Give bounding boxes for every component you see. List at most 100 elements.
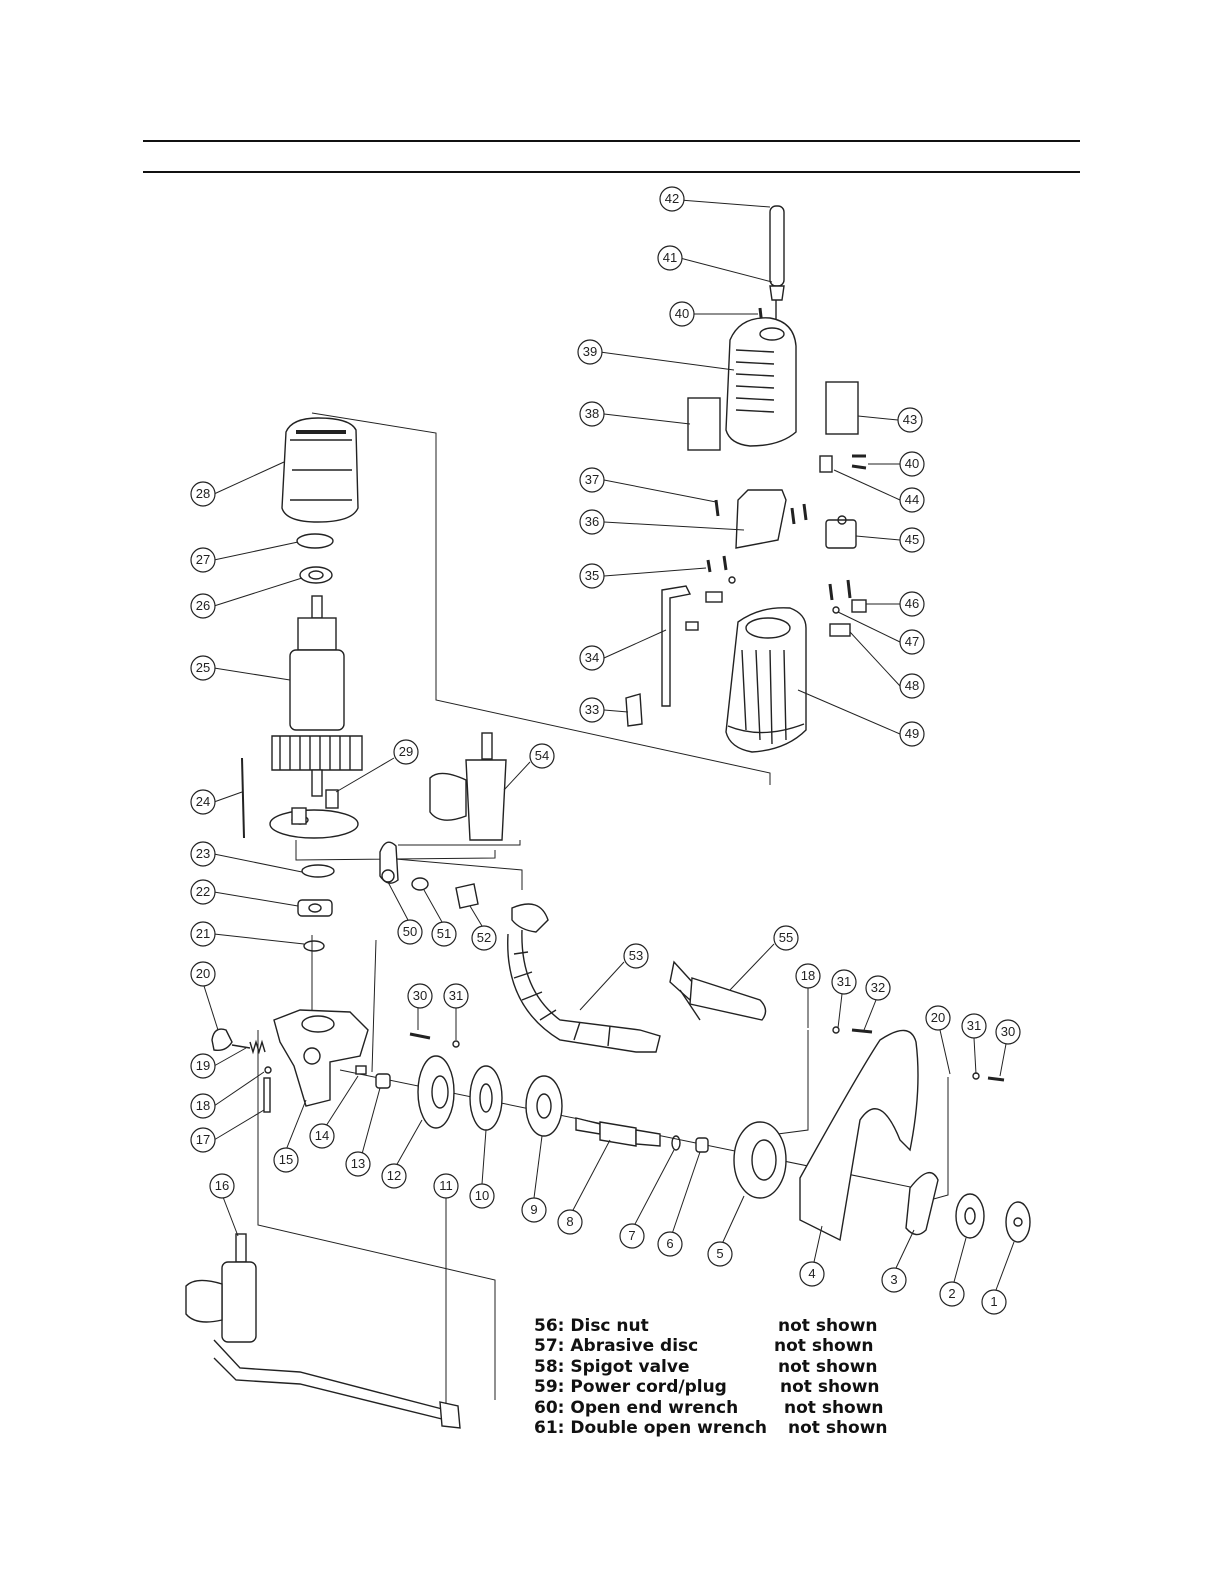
- callout-35: 35: [579, 563, 707, 589]
- circlip: [301, 864, 335, 878]
- lever-rod: [661, 585, 692, 707]
- svg-text:51: 51: [437, 926, 451, 941]
- svg-text:38: 38: [585, 406, 599, 421]
- part-label: 56: Disc nut: [534, 1316, 649, 1336]
- svg-text:30: 30: [1001, 1024, 1015, 1039]
- svg-text:52: 52: [477, 930, 491, 945]
- callout-30a: 30: [407, 983, 433, 1030]
- callout-43: 43: [857, 407, 923, 433]
- callout-19: 19: [190, 1047, 247, 1079]
- spindle: [575, 1117, 661, 1147]
- callout-24: 24: [190, 789, 243, 815]
- needle-bearing: [375, 1073, 391, 1089]
- svg-text:34: 34: [585, 650, 599, 665]
- svg-text:1: 1: [990, 1294, 997, 1309]
- long-bolt: [241, 757, 245, 839]
- svg-text:31: 31: [967, 1018, 981, 1033]
- callout-5: 5: [707, 1195, 745, 1267]
- nut: [695, 1137, 709, 1153]
- svg-text:15: 15: [279, 1152, 293, 1167]
- callout-40a: 40: [669, 301, 758, 327]
- callout-15: 15: [273, 1099, 307, 1173]
- svg-text:33: 33: [585, 702, 599, 717]
- svg-text:29: 29: [399, 744, 413, 759]
- callout-23: 23: [190, 841, 303, 873]
- assembly-lines: [257, 412, 949, 1400]
- svg-text:9: 9: [530, 1202, 537, 1217]
- svg-text:21: 21: [196, 926, 210, 941]
- svg-text:36: 36: [585, 514, 599, 529]
- small-screw-35: [706, 555, 728, 573]
- side-handle: [669, 960, 767, 1021]
- upper-valve: [429, 732, 507, 841]
- part-label: 60: Open end wrench: [534, 1397, 739, 1418]
- svg-text:48: 48: [905, 678, 919, 693]
- svg-text:44: 44: [905, 492, 919, 507]
- callout-20b: 20: [925, 1005, 951, 1075]
- legend-row: 56: Disc nut not shown: [534, 1316, 904, 1336]
- callout-31b: 31: [831, 969, 857, 1029]
- callout-22: 22: [190, 879, 299, 907]
- svg-text:16: 16: [215, 1178, 229, 1193]
- callouts: 42 41 40 39 38 43 40 44 37 36 45 35 46 4…: [190, 186, 1021, 1404]
- callout-49: 49: [797, 689, 925, 747]
- callout-52: 52: [469, 905, 497, 951]
- flange-plate: [469, 1065, 503, 1131]
- svg-text:17: 17: [196, 1132, 210, 1147]
- callout-16: 16: [209, 1173, 239, 1237]
- svg-text:18: 18: [196, 1098, 210, 1113]
- lower-bearing: [297, 899, 333, 917]
- svg-text:26: 26: [196, 598, 210, 613]
- callout-36: 36: [579, 509, 745, 535]
- svg-text:10: 10: [475, 1188, 489, 1203]
- svg-text:4: 4: [808, 1266, 815, 1281]
- svg-text:18: 18: [801, 968, 815, 983]
- legend-row: 57: Abrasive disc not shown: [534, 1336, 904, 1356]
- svg-text:27: 27: [196, 552, 210, 567]
- callout-14: 14: [309, 1075, 359, 1149]
- spindle-bearing: [525, 1075, 563, 1137]
- svg-text:8: 8: [566, 1214, 573, 1229]
- legend-row: 59: Power cord/plug not shown: [534, 1377, 904, 1397]
- svg-text:30: 30: [413, 988, 427, 1003]
- part-status: not shown: [774, 1336, 874, 1357]
- callout-17: 17: [190, 1109, 265, 1153]
- svg-text:28: 28: [196, 486, 210, 501]
- armature: [271, 595, 363, 797]
- part-label: 58: Spigot valve: [534, 1356, 690, 1377]
- callout-3: 3: [881, 1229, 915, 1293]
- pin: [263, 1066, 272, 1113]
- callout-12: 12: [381, 1119, 423, 1189]
- hose-fittings: [379, 841, 479, 909]
- callout-53: 53: [579, 943, 649, 1011]
- parts-not-shown-list: 56: Disc nut not shown 57: Abrasive disc…: [534, 1316, 904, 1438]
- callout-31a: 31: [443, 983, 469, 1040]
- callout-39: 39: [577, 339, 735, 371]
- svg-text:5: 5: [716, 1246, 723, 1261]
- svg-text:46: 46: [905, 596, 919, 611]
- part-status: not shown: [780, 1377, 880, 1398]
- callout-46: 46: [866, 591, 925, 617]
- knob-assembly: [211, 1028, 266, 1055]
- callout-55: 55: [729, 925, 799, 991]
- cord-sleeve: [769, 205, 785, 322]
- part-label: 61: Double open wrench: [534, 1417, 768, 1438]
- callout-30b: 30: [995, 1019, 1021, 1077]
- svg-text:47: 47: [905, 634, 919, 649]
- callout-44: 44: [833, 469, 925, 513]
- callout-32: 32: [863, 975, 891, 1031]
- callout-33: 33: [579, 697, 629, 723]
- callout-26: 26: [190, 577, 303, 619]
- gear-flange: [417, 1055, 455, 1129]
- stator-housing: [281, 417, 359, 523]
- callout-40b: 40: [868, 451, 925, 477]
- brush-holders: [685, 576, 736, 631]
- part-label: 57: Abrasive disc: [534, 1336, 699, 1357]
- legend-row: 58: Spigot valve not shown: [534, 1357, 904, 1377]
- svg-text:40: 40: [905, 456, 919, 471]
- legend-row: 61: Double open wrench not shown: [534, 1418, 904, 1438]
- svg-text:37: 37: [585, 472, 599, 487]
- callout-6: 6: [657, 1151, 701, 1257]
- callout-48: 48: [849, 631, 925, 699]
- svg-text:20: 20: [931, 1010, 945, 1025]
